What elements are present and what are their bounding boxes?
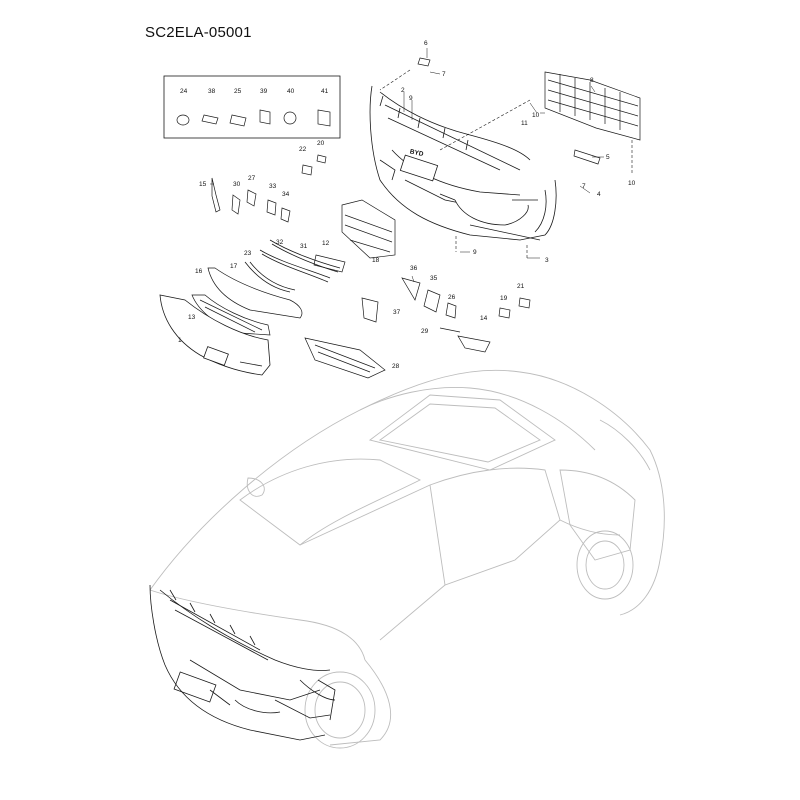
callout-28: 28 [392, 363, 400, 370]
callout-36: 36 [410, 265, 418, 272]
callout-11: 11 [521, 120, 528, 127]
part-16-grille [207, 267, 303, 319]
callout-18: 18 [372, 257, 380, 264]
callout-22: 22 [299, 146, 307, 153]
badge-mount: BYD [409, 148, 424, 158]
diagram-title: SC2ELA-05001 [145, 24, 252, 41]
explode-lines [379, 69, 633, 258]
part-23-strip [259, 239, 341, 283]
callout-4: 4 [597, 191, 601, 198]
callout-15: 15 [199, 181, 207, 188]
callout-9a: 9 [409, 95, 413, 102]
inset-callouts: 24 38 25 39 40 41 [180, 88, 329, 95]
callout-20: 20 [317, 140, 325, 147]
left-brackets [211, 177, 291, 223]
part-8-absorber [544, 71, 641, 141]
callout-14: 14 [480, 315, 488, 322]
callout-6: 6 [424, 40, 428, 47]
callout-2: 2 [401, 87, 405, 94]
callout-35: 35 [430, 275, 438, 282]
inset-41: 41 [321, 88, 329, 95]
leader-lines [210, 48, 604, 283]
inset-40: 40 [287, 88, 295, 95]
callout-21: 21 [517, 283, 525, 290]
front-bumper-assembly [369, 85, 557, 241]
right-brackets [361, 277, 531, 353]
inset-38: 38 [208, 88, 216, 95]
callout-12: 12 [322, 240, 330, 247]
callout-10b: 10 [628, 180, 636, 187]
part-12-plate [313, 254, 346, 273]
callout-7b: 7 [582, 183, 586, 190]
inset-25: 25 [234, 88, 242, 95]
callout-1: 1 [178, 337, 182, 344]
callout-17: 17 [230, 263, 238, 270]
callout-8: 8 [590, 77, 594, 84]
callout-31: 31 [300, 243, 308, 250]
callout-19: 19 [500, 295, 508, 302]
callout-13: 13 [188, 314, 196, 321]
upper-clips [301, 154, 327, 176]
part-6-clip [417, 57, 601, 165]
brand-badge-text: BYD [409, 148, 424, 158]
callout-5: 5 [606, 154, 610, 161]
callout-30: 30 [233, 181, 241, 188]
part-13-grille [191, 294, 271, 336]
inset-39: 39 [260, 88, 268, 95]
callout-7a: 7 [442, 71, 446, 78]
callout-23: 23 [244, 250, 252, 257]
part-18-bracket [341, 199, 396, 259]
callout-32: 32 [276, 239, 284, 246]
callout-37: 37 [393, 309, 401, 316]
callout-34: 34 [282, 191, 290, 198]
part-1-lower-bumper [159, 294, 271, 376]
part-17-trim [244, 261, 296, 293]
callout-labels: 1 2 3 4 5 6 7 7 8 9 9 10 10 11 12 13 14 … [178, 40, 636, 370]
callout-33: 33 [269, 183, 277, 190]
callout-10a: 10 [532, 112, 540, 119]
inset-24: 24 [180, 88, 188, 95]
callout-27: 27 [248, 175, 256, 182]
vehicle-outline [149, 369, 665, 749]
callout-29: 29 [421, 328, 429, 335]
callout-3: 3 [545, 257, 549, 264]
vehicle-front-fascia [149, 584, 336, 741]
callout-9b: 9 [473, 249, 477, 256]
callout-16: 16 [195, 268, 203, 275]
part-28-shield [304, 337, 386, 379]
callout-26: 26 [448, 294, 456, 301]
fastener-inset-box [163, 75, 341, 139]
